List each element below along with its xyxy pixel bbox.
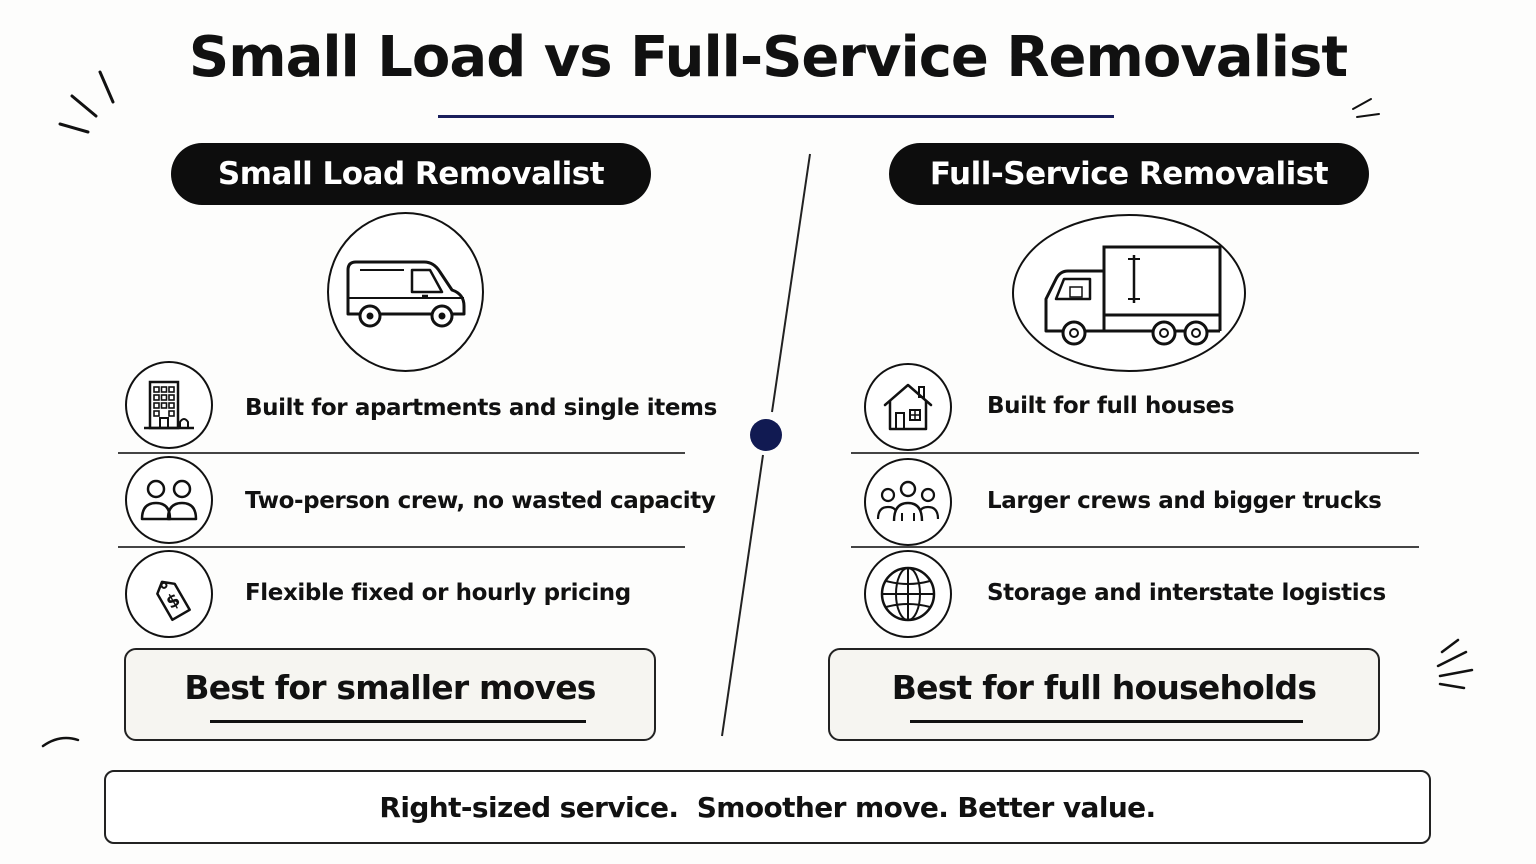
feature-apartments-text: Built for apartments and single items xyxy=(245,395,717,421)
truck-hero-circle xyxy=(1012,214,1246,372)
storage-feature-icon-circle xyxy=(864,550,952,638)
best-for-full-box xyxy=(828,648,1380,741)
two-people-icon xyxy=(140,479,198,521)
globe-icon xyxy=(880,566,936,622)
apartment-building-icon xyxy=(144,380,194,430)
small-load-heading: Small Load Removalist xyxy=(171,143,651,205)
house-icon xyxy=(883,383,933,431)
spark-decoration-top-right xyxy=(1352,98,1380,118)
center-divider xyxy=(721,153,811,737)
footer-banner: Right-sized service. Smoother move. Bett… xyxy=(104,770,1431,844)
best-for-small-underline xyxy=(210,720,586,723)
row-divider xyxy=(118,452,685,454)
spark-decoration-right xyxy=(1436,638,1474,690)
group-people-icon xyxy=(876,480,940,522)
feature-pricing-text: Flexible fixed or hourly pricing xyxy=(245,580,631,606)
crews-feature-icon-circle xyxy=(864,458,952,546)
divider-dot xyxy=(750,419,782,451)
row-divider xyxy=(851,452,1419,454)
best-for-full-underline xyxy=(910,720,1303,723)
truck-icon xyxy=(1044,245,1222,346)
best-for-small-text: Best for smaller moves xyxy=(184,668,596,707)
price-tag-icon: $ xyxy=(156,580,191,622)
spark-decoration-left xyxy=(58,70,115,134)
row-divider xyxy=(851,546,1419,548)
feature-storage-text: Storage and interstate logistics xyxy=(987,580,1386,606)
feature-crews-text: Larger crews and bigger trucks xyxy=(987,488,1382,514)
footer-tagline: Right-sized service. Smoother move. Bett… xyxy=(379,790,1156,824)
row-divider xyxy=(118,546,685,548)
full-service-heading: Full-Service Removalist xyxy=(889,143,1369,205)
feature-crew-text: Two-person crew, no wasted capacity xyxy=(245,488,716,514)
best-for-small-box xyxy=(124,648,656,741)
apartment-feature-icon-circle xyxy=(125,361,213,449)
best-for-full-text: Best for full households xyxy=(891,668,1317,707)
house-feature-icon-circle xyxy=(864,363,952,451)
page-title: Small Load vs Full-Service Removalist xyxy=(188,25,1348,90)
van-hero-circle xyxy=(327,212,484,372)
pricing-feature-icon-circle: $ xyxy=(125,550,213,638)
title-underline xyxy=(438,115,1114,118)
feature-houses-text: Built for full houses xyxy=(987,393,1235,419)
van-icon xyxy=(346,260,465,328)
spark-decoration-bottom-left xyxy=(41,736,80,748)
crew-feature-icon-circle xyxy=(125,456,213,544)
